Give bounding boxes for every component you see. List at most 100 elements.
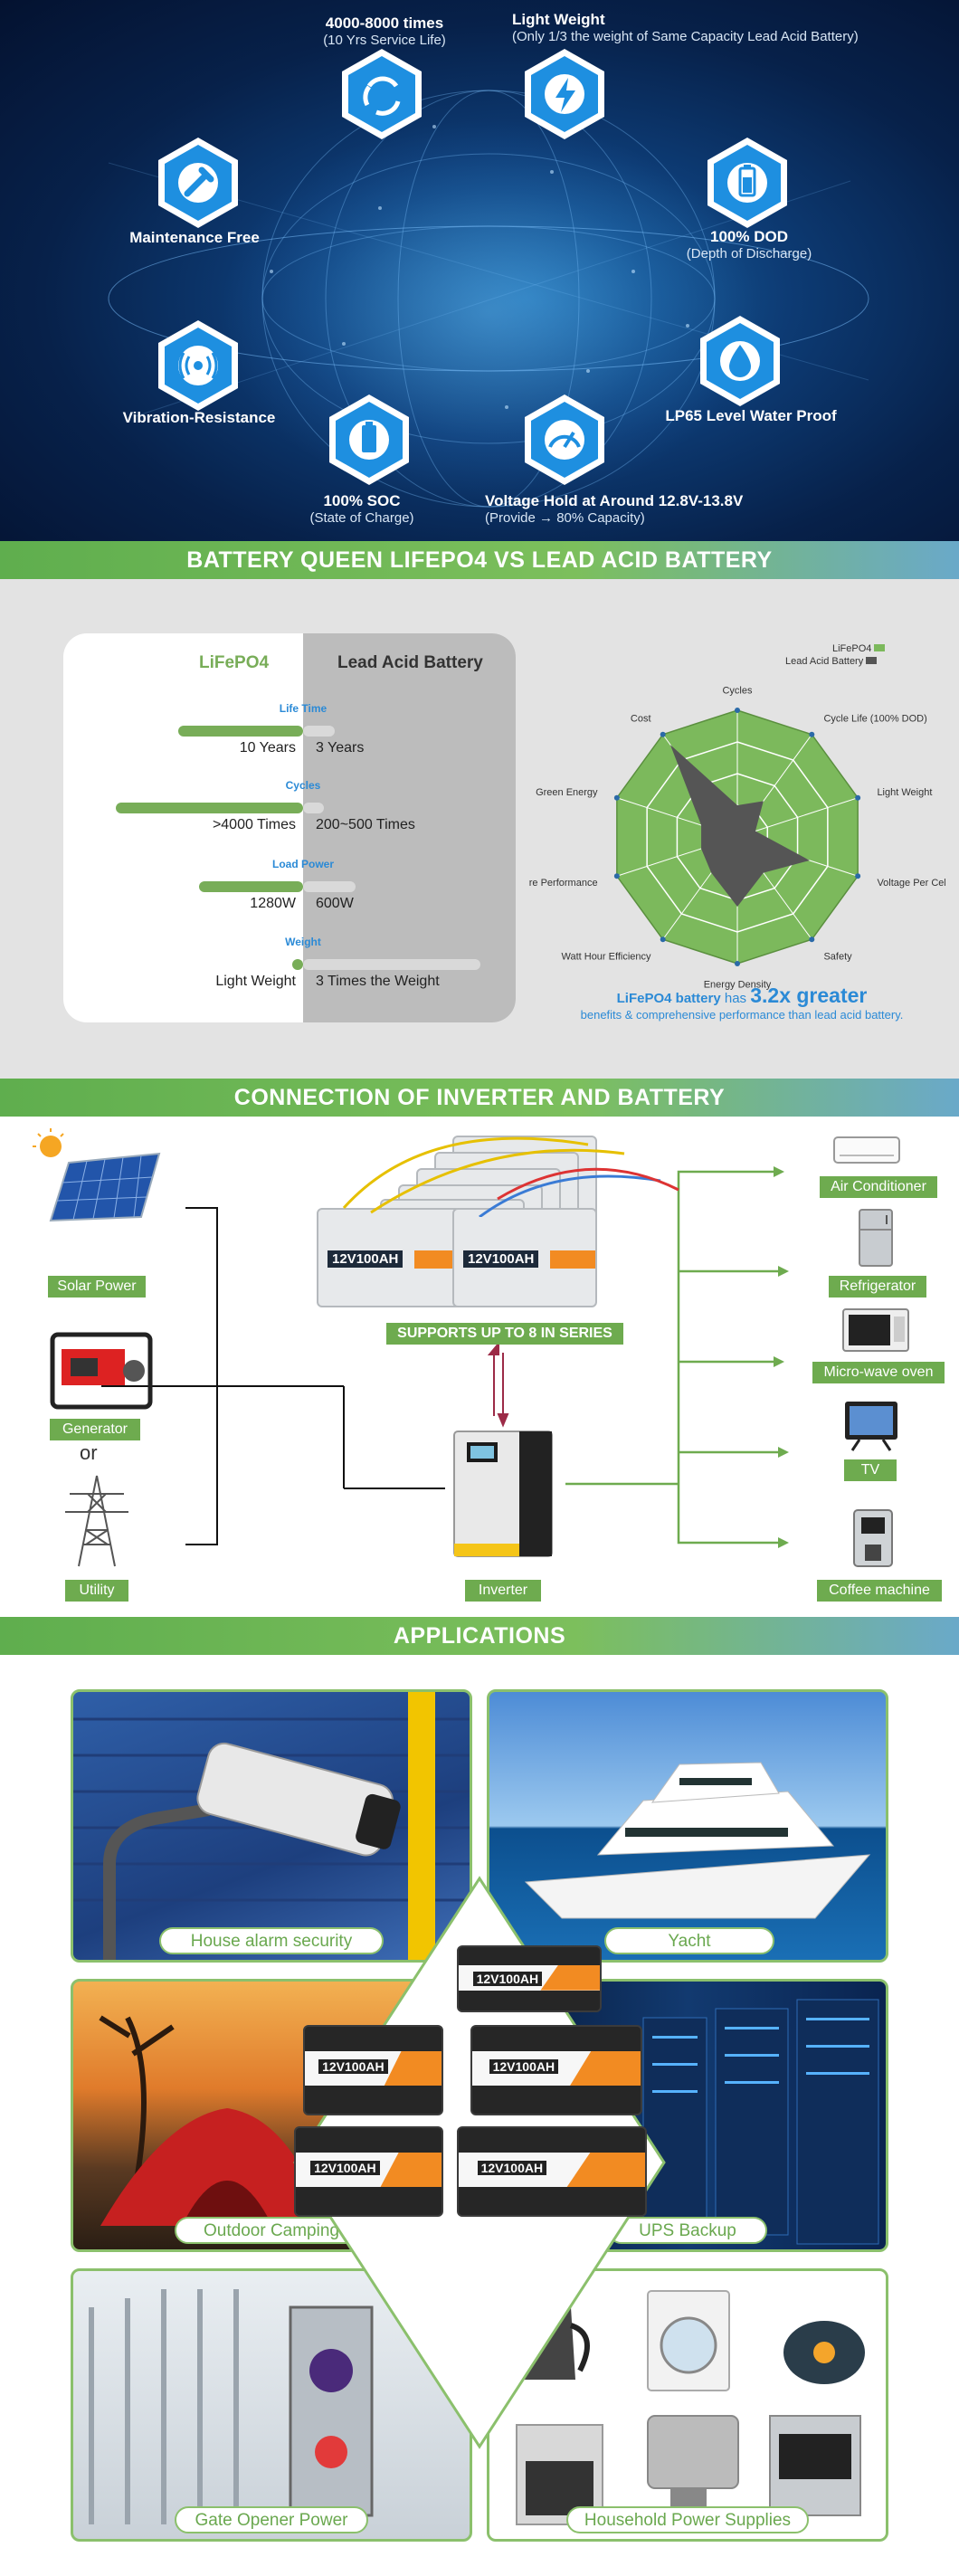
lead-acid-bar: [303, 959, 480, 970]
radar-series-lead-acid: [669, 745, 810, 907]
water-drop-icon: [691, 312, 789, 410]
battery-orange-stripe: [550, 1250, 595, 1269]
refrigerator-icon: [859, 1209, 893, 1267]
battery-model-text: 12V100AH: [310, 2161, 380, 2176]
connection-section: Solar Power Generator or Utility 12V100A…: [0, 1117, 959, 1617]
lead-acid-value: 600W: [316, 896, 354, 911]
yacht-icon: [524, 1762, 871, 1919]
lifepo4-value: >4000 Times: [212, 817, 296, 832]
radar-axis-label: Watt Hour Efficiency: [561, 951, 651, 962]
generator-icon: [50, 1332, 153, 1410]
battery-model-text: 12V100AH: [477, 2161, 547, 2176]
panel-yacht: [487, 1689, 888, 1963]
radar-vertex: [809, 936, 815, 943]
compare-section: LiFePO4 Lead Acid Battery Life Time 10 Ye…: [0, 579, 959, 1079]
load-ac-label: Air Conditioner: [820, 1176, 937, 1198]
load-fridge-label: Refrigerator: [829, 1276, 926, 1298]
lifepo4-value: 10 Years: [239, 740, 296, 756]
connection-title: CONNECTION OF INVERTER AND BATTERY: [0, 1079, 959, 1117]
lifepo4-bar: [116, 803, 303, 813]
feature-vibration: Vibration-Resistance: [100, 409, 299, 427]
radar-axis-label: Light Weight: [877, 787, 932, 798]
cycle-arrows-icon: [333, 45, 431, 143]
radar-axis-label: Safety: [823, 951, 852, 962]
load-coffee-label: Coffee machine: [817, 1580, 942, 1602]
feature-soc: 100% SOC (State of Charge): [290, 492, 434, 526]
app-battery: 12V100AH: [294, 2126, 443, 2217]
applications-section: House alarm security Yacht Outdoor Campi…: [0, 1656, 959, 2576]
clock-icon: Life Time: [279, 702, 328, 715]
feature-sub: (Provide → 80% Capacity): [485, 510, 645, 526]
lead-acid-header: Lead Acid Battery: [337, 653, 483, 672]
feature-title: 4000-8000 times: [325, 14, 444, 32]
microwave-icon: [842, 1308, 909, 1352]
label-gate: Gate Opener Power: [175, 2506, 368, 2533]
security-camera-icon: [73, 1692, 470, 1960]
radar-axis-label: Energy Density: [704, 979, 772, 990]
radar-vertex: [660, 731, 666, 737]
battery-model-text: 12V100AH: [489, 2059, 559, 2075]
radar-vertex: [809, 731, 815, 737]
series-battery: 12V100AH: [452, 1208, 597, 1307]
lifepo4-bar: [292, 959, 303, 970]
lifepo4-value: 1280W: [250, 896, 296, 911]
gauge-icon: [516, 391, 613, 489]
source-utility-label: Utility: [65, 1580, 128, 1602]
radar-axis-label: High Temperature Performance: [529, 878, 598, 889]
lead-acid-bar: [303, 803, 324, 813]
gate-icon: [89, 2289, 374, 2524]
label-ups: UPS Backup: [608, 2217, 767, 2244]
lead-acid-bar: [303, 881, 356, 892]
feature-dod: 100% DOD (Depth of Discharge): [668, 228, 831, 261]
radar-vertex: [855, 794, 861, 801]
feature-title: Maintenance Free: [129, 229, 260, 246]
panel-security: [71, 1689, 472, 1963]
lead-acid-value: 3 Years: [316, 740, 365, 756]
radar-note: LiFePO4 battery has 3.2x greater benefit…: [552, 984, 932, 1022]
globe-graphic: [108, 90, 869, 508]
note-big: 3.2x greater: [750, 984, 868, 1007]
feature-title: Vibration-Resistance: [122, 409, 276, 426]
solar-panel-icon: [33, 1128, 161, 1222]
series-label: SUPPORTS UP TO 8 IN SERIES: [386, 1323, 623, 1345]
legend-swatch: [874, 644, 886, 651]
air-conditioner-icon: [833, 1136, 900, 1164]
battery-full-icon: [320, 391, 418, 489]
battery-model-text: 12V100AH: [318, 2059, 388, 2075]
lifepo4-bar: [178, 726, 303, 737]
lead-acid-bar: [303, 726, 335, 737]
compare-title: BATTERY QUEEN LIFEPO4 VS LEAD ACID BATTE…: [0, 541, 959, 579]
feature-title: Light Weight: [512, 11, 605, 28]
note-sub: benefits & comprehensive performance tha…: [580, 1008, 904, 1022]
legend-label: LiFePO4: [832, 643, 872, 654]
load-microwave-label: Micro-wave oven: [812, 1362, 945, 1383]
radar-axis-label: Cycle Life (100% DOD): [823, 714, 926, 725]
load-tv-label: TV: [844, 1459, 897, 1481]
weight-icon: Weight: [285, 936, 321, 948]
lightning-icon: [516, 45, 613, 143]
feature-title: 100% SOC: [323, 492, 401, 509]
radar-vertex: [613, 794, 620, 801]
feature-maintenance: Maintenance Free: [127, 228, 262, 248]
note-pre: LiFePO4 battery: [616, 991, 721, 1006]
globe-glow: [217, 118, 760, 507]
radar-axis-label: Green Energy: [536, 787, 598, 798]
battery-model-text: 12V100AH: [463, 1250, 539, 1268]
feature-cycles: 4000-8000 times (10 Yrs Service Life): [299, 14, 470, 48]
battery-orange-stripe: [414, 1250, 460, 1269]
app-battery: 12V100AH: [457, 2126, 647, 2217]
radar-vertex: [735, 961, 740, 966]
lifepo4-bar: [199, 881, 303, 892]
plug-icon: Load Power: [271, 858, 334, 870]
legend-swatch: [866, 657, 878, 664]
cycle-icon: Cycles: [285, 779, 321, 792]
applications-title: APPLICATIONS: [0, 1617, 959, 1655]
inverter-icon: [453, 1431, 553, 1557]
app-battery: 12V100AH: [457, 1945, 602, 2012]
radar-vertex: [613, 873, 620, 879]
feature-title: LP65 Level Water Proof: [665, 407, 837, 424]
feature-waterproof: LP65 Level Water Proof: [642, 407, 859, 425]
feature-sub: (10 Yrs Service Life): [323, 33, 446, 48]
legend-label: Lead Acid Battery: [785, 656, 864, 667]
